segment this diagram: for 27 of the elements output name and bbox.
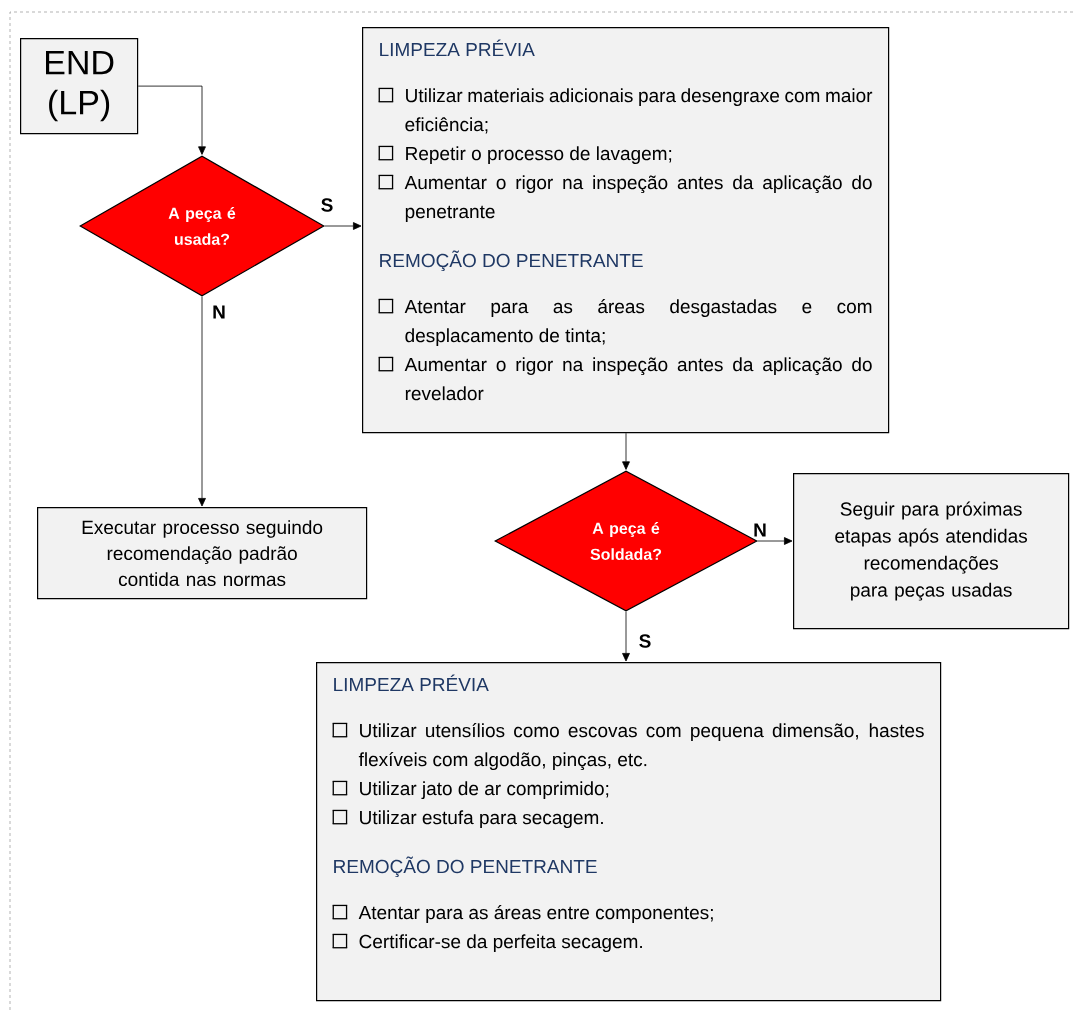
arrow [324, 222, 362, 230]
checklist-item: Utilizar materiais adicionais para desengraxe com maior eficiência; [405, 88, 873, 134]
checklist-item: Certificar-se da perfeita secagem. [359, 934, 642, 952]
checklist-item: Utilizar estufa para secagem. [360, 810, 603, 828]
process-box: Seguir para próximas etapas após atendidas recomendações para peças usadas [793, 473, 1070, 630]
checklist-item: Utilizar jato de ar comprimido; [360, 781, 609, 799]
arrow [622, 611, 630, 662]
arrow [198, 296, 206, 507]
checklist-item: Aumentar o rigor na inspeção antes da aplicação do revelador [404, 357, 872, 401]
checklist-item: Atentar para as áreas desgastadas e com desplacamento de tinta; [404, 299, 872, 346]
arrow [137, 85, 206, 155]
checklist-item: Aumentar o rigor na inspeção antes da aplicação do penetrante [404, 175, 872, 222]
edge-label: S [637, 633, 653, 649]
checklist-item: Utilizar utensílios como escovas com pequena dimensão, hastes flexíveis com algodão, pinças, etc. [358, 723, 924, 771]
process-box: Executar processo seguindo recomendação padrão contida nas normas [37, 507, 368, 600]
checklist-box [316, 662, 942, 1002]
checklist-item: Repetir o processo de lavagem; [406, 146, 672, 164]
section-heading: REMOÇÃO DO PENETRANTE [334, 856, 597, 878]
section-heading: LIMPEZA PRÉVIA [334, 674, 489, 692]
checklist-item: Atentar para as áreas entre componentes; [358, 905, 713, 923]
edge-label: N [211, 304, 227, 320]
section-heading: LIMPEZA PRÉVIA [380, 39, 535, 57]
checklist-box [362, 27, 890, 434]
arrow [757, 537, 793, 545]
arrow [622, 432, 630, 470]
section-heading: REMOÇÃO DO PENETRANTE [380, 250, 643, 272]
process-box: END (LP) [20, 38, 139, 135]
